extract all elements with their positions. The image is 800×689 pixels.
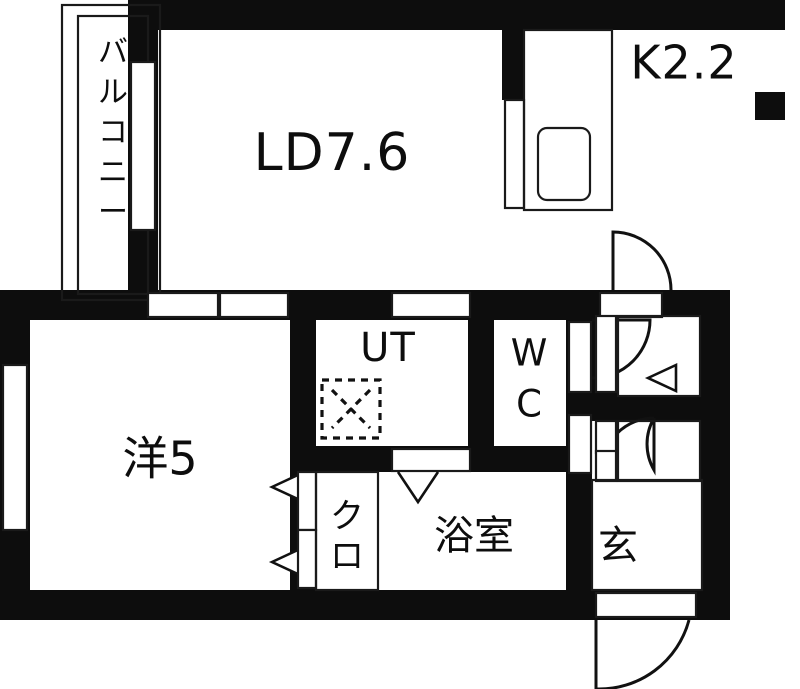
room-bathroom-floor bbox=[378, 472, 566, 590]
room-label-bathroom: 浴室 bbox=[434, 513, 514, 559]
kitchen-counter bbox=[522, 28, 614, 212]
storage-lower-door-a[interactable] bbox=[594, 419, 618, 455]
room-label-living-dining: LD7.6 bbox=[254, 123, 411, 183]
room-label-toilet-line-1: C bbox=[516, 383, 542, 426]
ld-balcony-door[interactable] bbox=[129, 60, 157, 232]
storage-outlines bbox=[594, 314, 702, 483]
balcony-label-char-1: ル bbox=[98, 75, 128, 110]
washitsu-door-panel-lower[interactable] bbox=[296, 528, 318, 590]
washitsu-door-panel-upper[interactable] bbox=[296, 470, 318, 532]
ut-bottom-opening[interactable] bbox=[390, 447, 472, 473]
room-living-dining-floor bbox=[158, 30, 502, 290]
balcony-label: バ ル コ ニ ー bbox=[98, 35, 128, 230]
room-western-floor bbox=[30, 320, 290, 590]
washing-machine-pan bbox=[320, 378, 382, 440]
closet-door-frame bbox=[314, 470, 380, 592]
room-label-western: 洋5 bbox=[122, 432, 197, 486]
bath-door-mark bbox=[396, 471, 440, 505]
kitchen-fixtures bbox=[522, 28, 614, 212]
ut-entry-opening[interactable] bbox=[390, 291, 472, 319]
bath-folding-door-v bbox=[396, 471, 440, 505]
room-closet-floor bbox=[316, 472, 378, 590]
room-utility-floor bbox=[316, 320, 468, 446]
entrance-outline bbox=[590, 478, 704, 592]
entrance-door-opening[interactable] bbox=[594, 591, 698, 619]
room-storage-lower-floor bbox=[618, 421, 700, 481]
openings bbox=[1, 60, 698, 619]
room-label-closet-line-1: ロ bbox=[330, 537, 364, 577]
kitchen-sink bbox=[536, 126, 592, 202]
room-label-kitchen: K2.2 bbox=[630, 36, 737, 90]
corridor-door-opening[interactable] bbox=[567, 413, 593, 475]
washitsu-window-west[interactable] bbox=[1, 363, 29, 532]
room-interiors bbox=[30, 30, 785, 590]
balcony-label-char-3: ニ bbox=[98, 155, 128, 190]
storage-opening-a[interactable] bbox=[146, 291, 220, 319]
corridor-opening-top[interactable] bbox=[598, 291, 664, 319]
storage-upper-door[interactable] bbox=[594, 314, 618, 394]
room-toilet-floor bbox=[494, 320, 566, 446]
kitchen-partition-opening bbox=[503, 98, 526, 210]
corridor-door-arc bbox=[645, 417, 656, 476]
balcony-label-char-2: コ bbox=[98, 115, 128, 150]
kitchen-door-arc bbox=[611, 230, 673, 291]
room-label-toilet-line-0: W bbox=[511, 332, 548, 375]
storage-opening-b[interactable] bbox=[218, 291, 290, 319]
room-entrance-floor bbox=[592, 480, 702, 590]
corridor-arrow bbox=[644, 362, 678, 394]
wc-door-opening[interactable] bbox=[567, 320, 593, 394]
room-label-closet-line-0: ク bbox=[330, 497, 364, 537]
balcony-label-char-0: バ bbox=[98, 35, 128, 70]
room-label-utility: UT bbox=[360, 325, 416, 371]
room-label-entrance: 玄 bbox=[598, 523, 638, 569]
storage-upper-outline bbox=[616, 314, 702, 398]
balcony-label-char-4: ー bbox=[98, 195, 128, 230]
storage-lower-door-b[interactable] bbox=[594, 449, 618, 483]
